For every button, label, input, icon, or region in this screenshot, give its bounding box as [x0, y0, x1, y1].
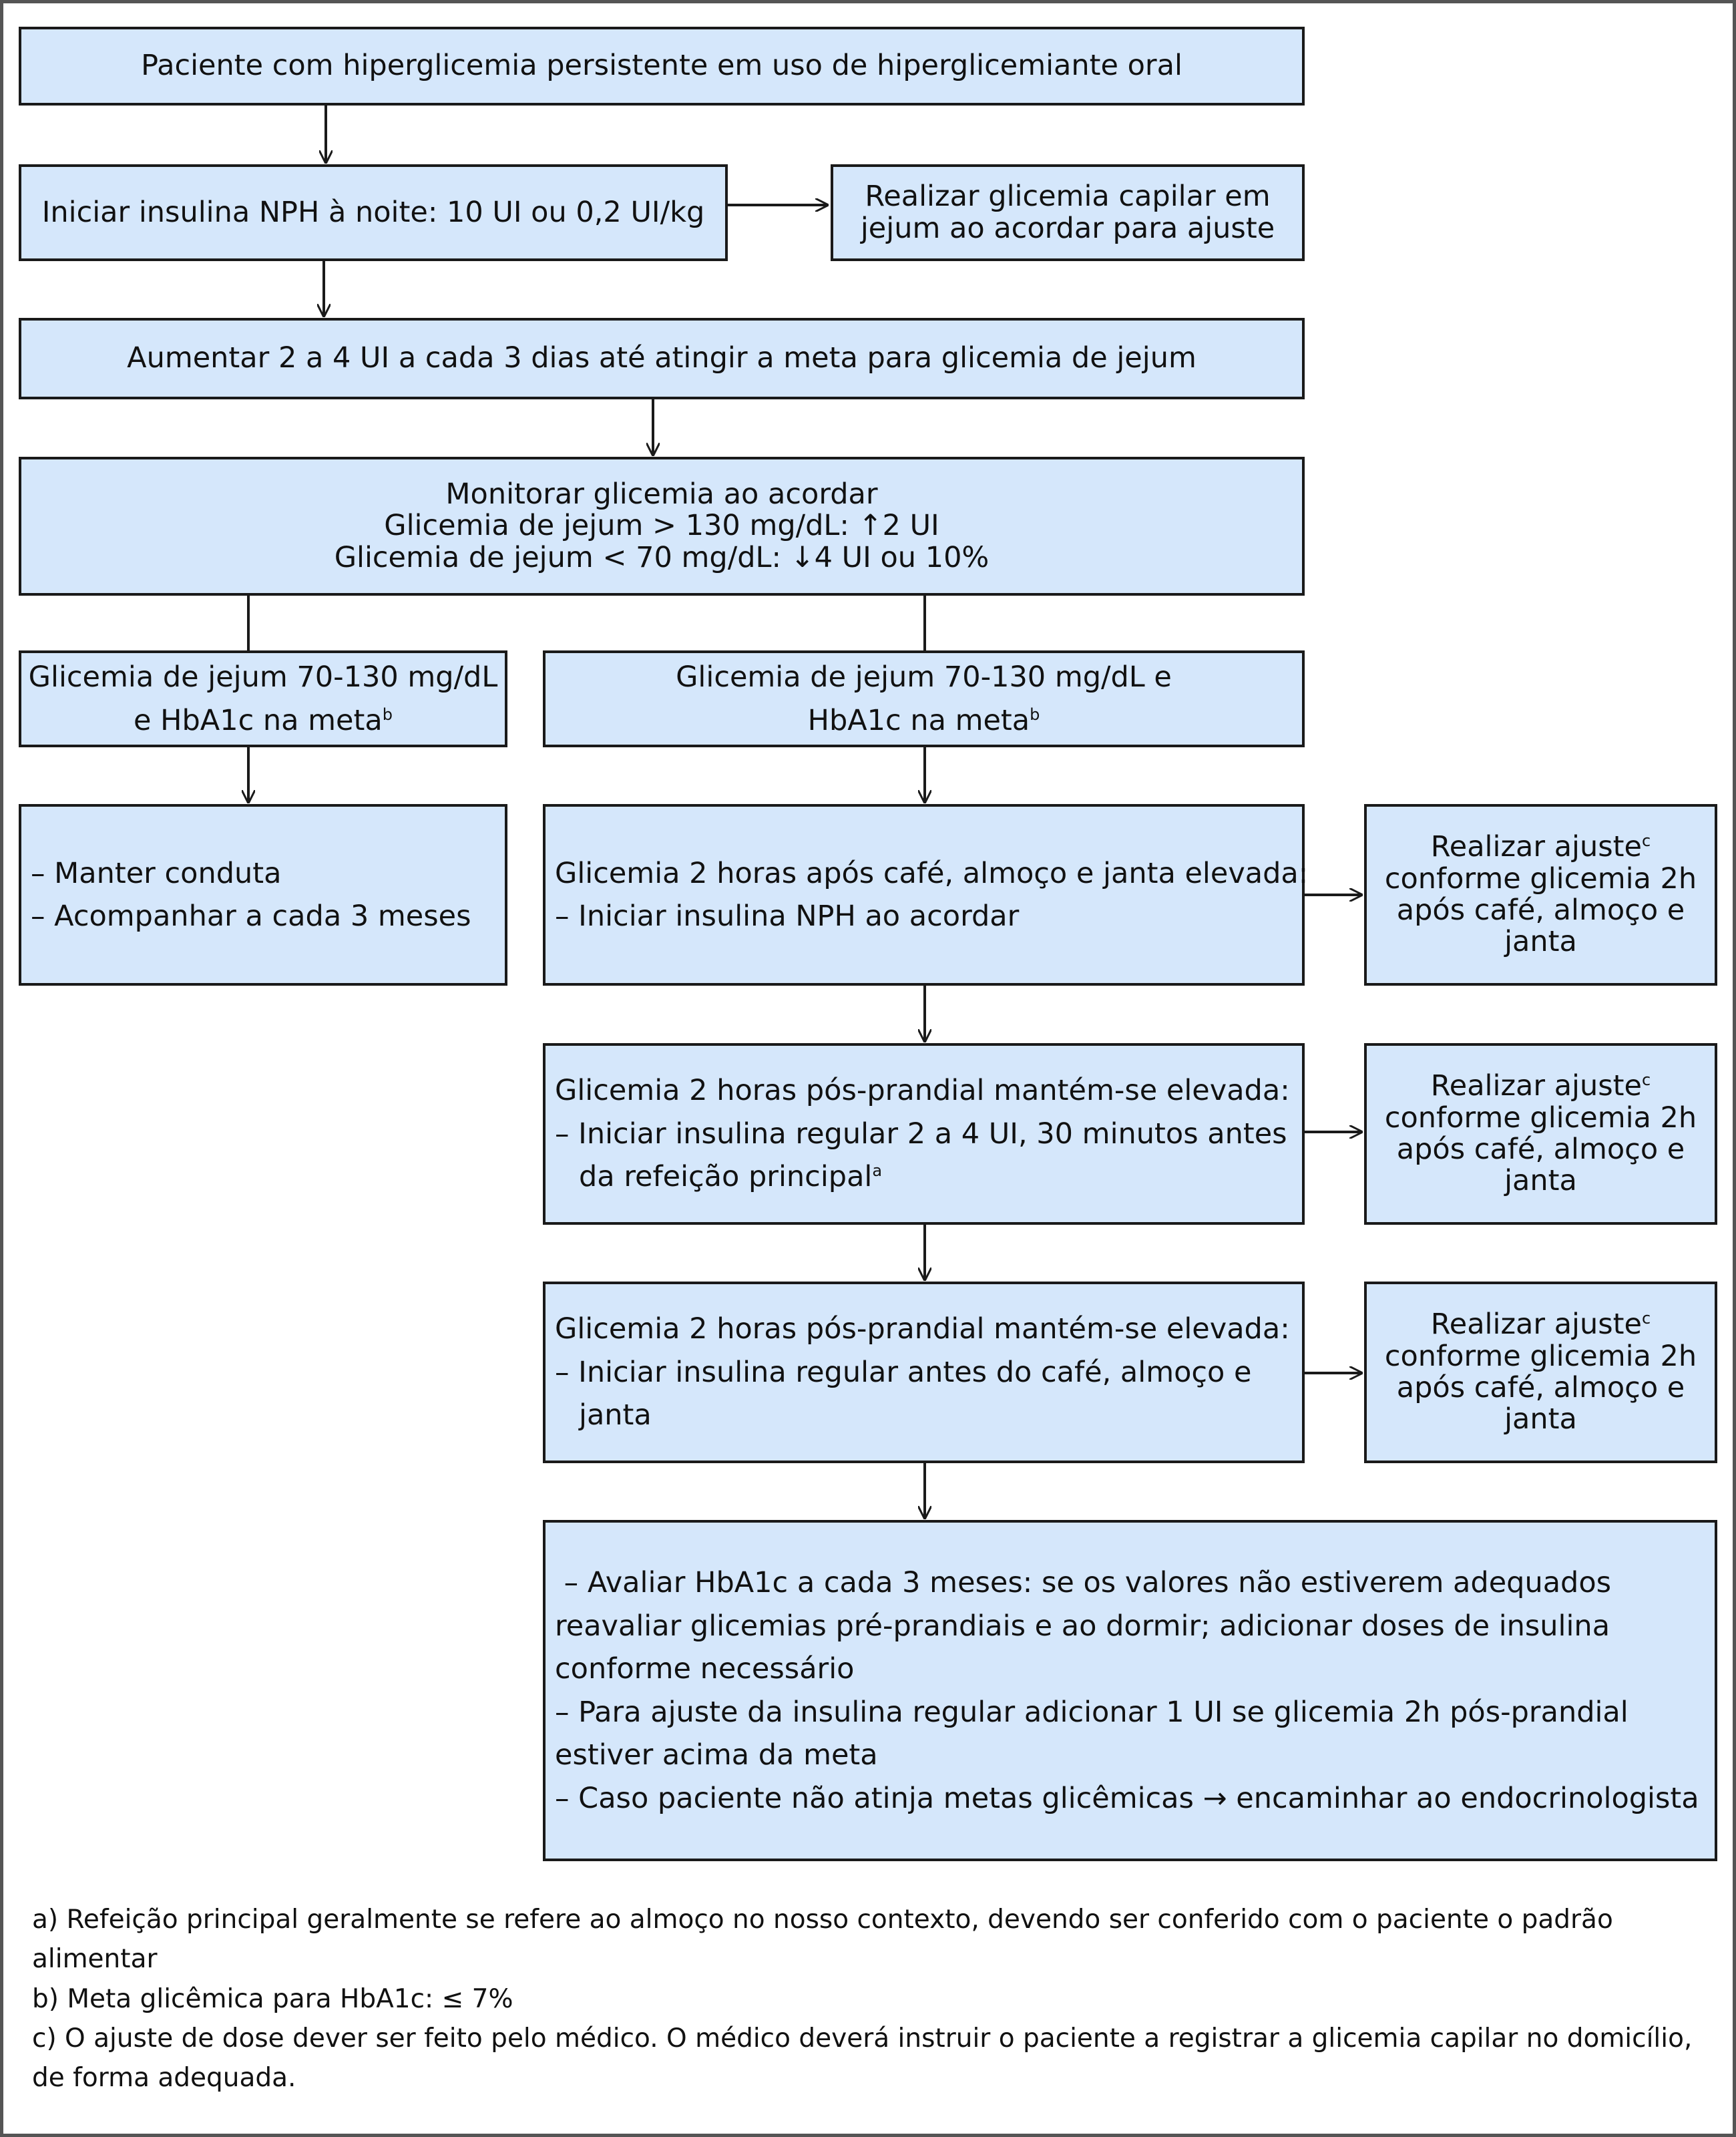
adjust-text-3: após café, almoço e	[1396, 894, 1685, 927]
monitor-box: Monitorar glicemia ao acordar Glicemia d…	[19, 457, 1305, 596]
increase-text: Aumentar 2 a 4 UI a cada 3 dias até atin…	[127, 341, 1197, 375]
adjust-box-2: Realizar ajustec conforme glicemia 2h ap…	[1364, 1043, 1717, 1225]
start-box: Paciente com hiperglicemia persistente e…	[19, 27, 1305, 106]
nph-start-text: Iniciar insulina NPH à noite: 10 UI ou 0…	[41, 195, 705, 229]
right-goal-box: Glicemia de jejum 70-130 mg/dL e HbA1c n…	[543, 650, 1305, 747]
step2-text-2: – Iniciar insulina regular 2 a 4 UI, 30 …	[555, 1117, 1287, 1151]
adjust-box-3: Realizar ajustec conforme glicemia 2h ap…	[1364, 1282, 1717, 1463]
adjust-text-1: Realizar ajustec	[1430, 830, 1651, 864]
monitor-low-rule: Glicemia de jejum < 70 mg/dL: ↓4 UI ou 1…	[334, 540, 990, 574]
step3-box: Glicemia 2 horas pós-prandial mantém-se …	[543, 1282, 1305, 1463]
adjust-text-4: janta	[1504, 1164, 1577, 1198]
right-goal-text-1: Glicemia de jejum 70-130 mg/dL e	[676, 660, 1172, 694]
start-text: Paciente com hiperglicemia persistente e…	[141, 49, 1182, 83]
increase-box: Aumentar 2 a 4 UI a cada 3 dias até atin…	[19, 318, 1305, 399]
step1-text-1: Glicemia 2 horas após café, almoço e jan…	[555, 856, 1309, 890]
footnote-ref-c: c	[1641, 1071, 1651, 1090]
nph-start-box: Iniciar insulina NPH à noite: 10 UI ou 0…	[19, 164, 728, 261]
step3-text-3: janta	[579, 1398, 652, 1432]
left-goal-box: Glicemia de jejum 70-130 mg/dL e HbA1c n…	[19, 650, 507, 747]
capillary-box: Realizar glicemia capilar em jejum ao ac…	[831, 164, 1305, 261]
step3-text-1: Glicemia 2 horas pós-prandial mantém-se …	[555, 1312, 1290, 1346]
adjust-box-1: Realizar ajustec conforme glicemia 2h ap…	[1364, 804, 1717, 986]
adjust-text-4: janta	[1504, 1402, 1577, 1436]
final-text-2: reavaliar glicemias pré-prandiais e ao d…	[555, 1609, 1610, 1643]
maintain-item-2: – Acompanhar a cada 3 meses	[31, 900, 471, 933]
step1-box: Glicemia 2 horas após café, almoço e jan…	[543, 804, 1309, 986]
left-goal-text-2: e HbA1c na metab	[134, 703, 393, 737]
adjust-text-2: conforme glicemia 2h	[1384, 1101, 1697, 1135]
final-box: – Avaliar HbA1c a cada 3 meses: se os va…	[543, 1520, 1717, 1861]
final-text-4: – Para ajuste da insulina regular adicio…	[555, 1695, 1629, 1729]
final-text-3: conforme necessário	[555, 1652, 855, 1686]
monitor-high-rule: Glicemia de jejum > 130 mg/dL: ↑2 UI	[384, 509, 939, 543]
step3-text-2: – Iniciar insulina regular antes do café…	[555, 1355, 1252, 1389]
adjust-text-4: janta	[1504, 925, 1577, 959]
maintain-item-1: – Manter conduta	[31, 856, 282, 890]
footnote-b: b) Meta glicêmica para HbA1c: ≤ 7%	[32, 1983, 513, 2014]
step2-box: Glicemia 2 horas pós-prandial mantém-se …	[543, 1043, 1305, 1225]
footnote-c: c) O ajuste de dose dever ser feito pelo…	[32, 2023, 1693, 2094]
step2-text-1: Glicemia 2 horas pós-prandial mantém-se …	[555, 1074, 1290, 1108]
monitor-title: Monitorar glicemia ao acordar	[445, 477, 878, 512]
footnote-ref-c: c	[1641, 831, 1651, 851]
footnotes: a) Refeição principal geralmente se refe…	[32, 1900, 1701, 2098]
footnote-ref-b: b	[1030, 705, 1040, 724]
adjust-text-1: Realizar ajustec	[1430, 1308, 1651, 1342]
final-text-1: – Avaliar HbA1c a cada 3 meses: se os va…	[555, 1566, 1612, 1599]
capillary-text-2: jejum ao acordar para ajuste	[860, 211, 1275, 245]
step2-text-3: da refeição principala	[579, 1160, 883, 1194]
final-text-6: – Caso paciente não atinja metas glicêmi…	[555, 1781, 1699, 1815]
step1-text-2: – Iniciar insulina NPH ao acordar	[555, 900, 1020, 933]
footnote-ref-b: b	[382, 705, 393, 724]
left-goal-text-1: Glicemia de jejum 70-130 mg/dL	[28, 660, 498, 694]
adjust-text-2: conforme glicemia 2h	[1384, 1339, 1697, 1373]
capillary-text-1: Realizar glicemia capilar em	[865, 180, 1271, 214]
adjust-text-3: após café, almoço e	[1396, 1133, 1685, 1166]
adjust-text-3: após café, almoço e	[1396, 1371, 1685, 1404]
adjust-text-1: Realizar ajustec	[1430, 1069, 1651, 1103]
footnote-a: a) Refeição principal geralmente se refe…	[32, 1905, 1613, 1975]
final-text-5: estiver acima da meta	[555, 1738, 878, 1772]
right-goal-text-2: HbA1c na metab	[807, 703, 1040, 737]
footnote-ref-a: a	[872, 1161, 883, 1181]
maintain-box: – Manter conduta – Acompanhar a cada 3 m…	[19, 804, 507, 986]
adjust-text-2: conforme glicemia 2h	[1384, 861, 1697, 896]
footnote-ref-c: c	[1641, 1309, 1651, 1328]
